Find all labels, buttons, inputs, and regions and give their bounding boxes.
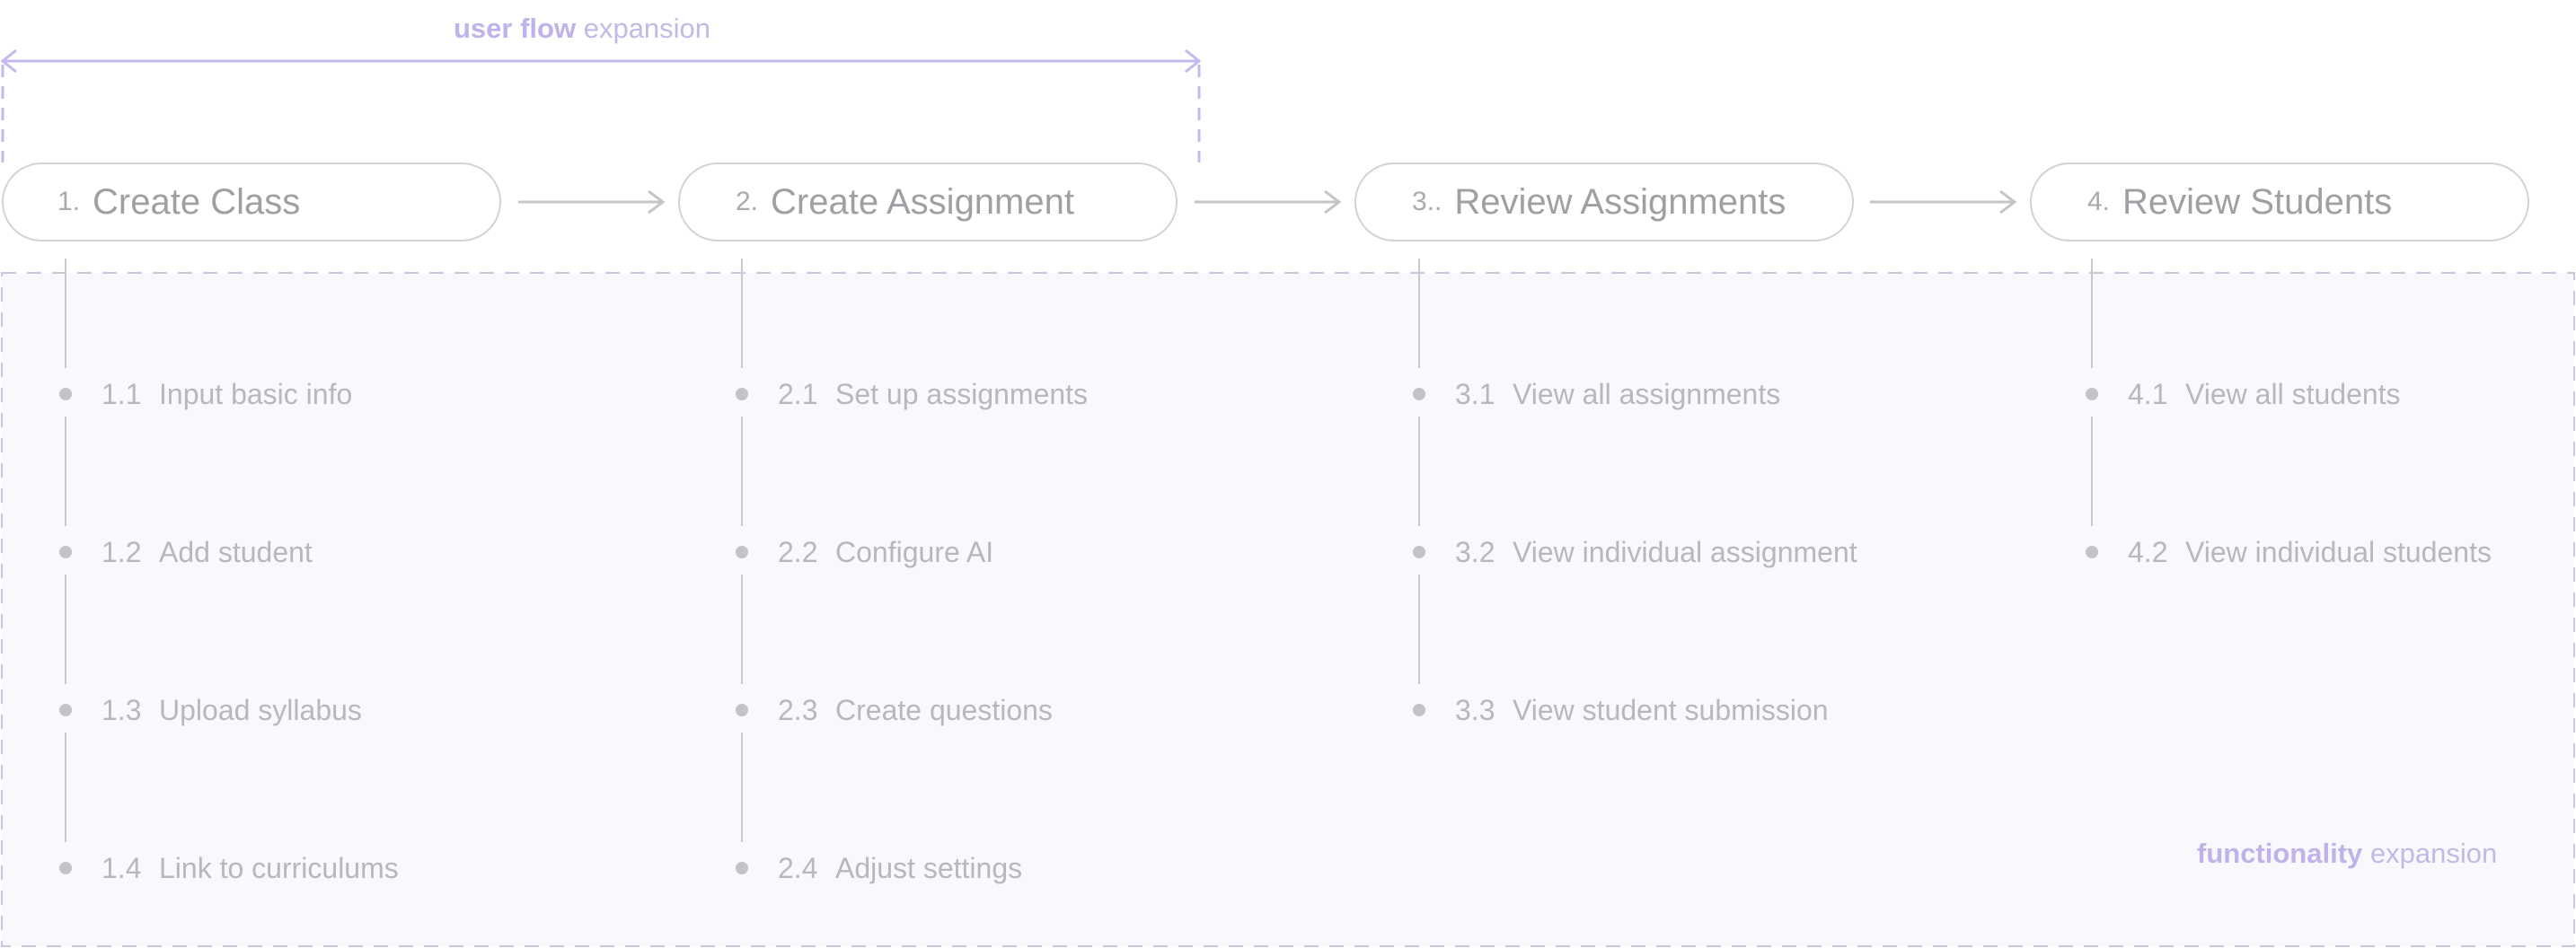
item-label: Input basic info bbox=[159, 377, 353, 410]
list-item[interactable]: 1.3 Upload syllabus bbox=[101, 692, 362, 728]
step-arrows bbox=[518, 189, 2017, 215]
item-label: Set up assignments bbox=[835, 377, 1089, 410]
step-review-students[interactable]: 4. Review Students bbox=[2030, 162, 2529, 241]
item-number: 1.4 bbox=[101, 851, 142, 884]
item-number: 3.1 bbox=[1455, 377, 1495, 410]
item-label: Configure AI bbox=[835, 535, 994, 568]
item-number: 1.2 bbox=[101, 535, 142, 568]
item-number: 2.3 bbox=[778, 693, 818, 726]
user-flow-label-rest: expansion bbox=[576, 13, 711, 44]
item-label: Create questions bbox=[835, 693, 1053, 726]
step-number: 3.. bbox=[1412, 187, 1442, 216]
item-label: View student submission bbox=[1513, 693, 1829, 726]
step-number: 2. bbox=[736, 187, 759, 216]
item-label: View all assignments bbox=[1513, 377, 1781, 410]
step-title: Create Assignment bbox=[771, 181, 1074, 222]
functionality-label-bold: functionality bbox=[2197, 838, 2363, 869]
user-flow-label-bold: user flow bbox=[454, 13, 577, 44]
list-item[interactable]: 2.1 Set up assignments bbox=[778, 376, 1088, 412]
step-title: Review Assignments bbox=[1454, 181, 1786, 222]
item-number: 4.2 bbox=[2128, 535, 2168, 568]
item-label: Upload syllabus bbox=[159, 693, 362, 726]
step-number: 1. bbox=[57, 187, 81, 216]
functionality-region bbox=[2, 273, 2574, 946]
item-number: 2.1 bbox=[778, 377, 818, 410]
list-item[interactable]: 1.2 Add student bbox=[101, 534, 313, 570]
item-number: 4.1 bbox=[2128, 377, 2168, 410]
item-label: Adjust settings bbox=[835, 851, 1023, 884]
user-flow-label: user flow expansion bbox=[454, 13, 710, 45]
item-label: View individual students bbox=[2185, 535, 2492, 568]
item-label: View all students bbox=[2185, 377, 2401, 410]
item-number: 3.3 bbox=[1455, 693, 1495, 726]
step-review-assignments[interactable]: 3.. Review Assignments bbox=[1354, 162, 1854, 241]
step-title: Review Students bbox=[2122, 181, 2393, 222]
item-label: Link to curriculums bbox=[159, 851, 399, 884]
item-label: Add student bbox=[159, 535, 313, 568]
list-item[interactable]: 4.1 View all students bbox=[2128, 376, 2401, 412]
list-item[interactable]: 2.2 Configure AI bbox=[778, 534, 993, 570]
list-item[interactable]: 3.3 View student submission bbox=[1455, 692, 1829, 728]
item-number: 3.2 bbox=[1455, 535, 1495, 568]
item-number: 2.4 bbox=[778, 851, 818, 884]
step-title: Create Class bbox=[93, 181, 301, 222]
list-item[interactable]: 3.1 View all assignments bbox=[1455, 376, 1780, 412]
item-bullets bbox=[59, 388, 2098, 874]
item-connectors bbox=[65, 259, 2093, 842]
list-item[interactable]: 2.3 Create questions bbox=[778, 692, 1053, 728]
item-number: 2.2 bbox=[778, 535, 818, 568]
item-number: 1.1 bbox=[101, 377, 142, 410]
user-flow-arrow bbox=[0, 48, 1202, 74]
functionality-label-rest: expansion bbox=[2362, 838, 2498, 869]
step-number: 4. bbox=[2087, 187, 2111, 216]
functionality-label: functionality expansion bbox=[2197, 838, 2497, 870]
functionality-border bbox=[1, 272, 2575, 947]
step-create-assignment[interactable]: 2. Create Assignment bbox=[678, 162, 1178, 241]
item-number: 1.3 bbox=[101, 693, 142, 726]
list-item[interactable]: 1.1 Input basic info bbox=[101, 376, 352, 412]
list-item[interactable]: 2.4 Adjust settings bbox=[778, 850, 1022, 886]
list-item[interactable]: 4.2 View individual students bbox=[2128, 534, 2492, 570]
step-create-class[interactable]: 1. Create Class bbox=[2, 162, 501, 241]
item-label: View individual assignment bbox=[1513, 535, 1857, 568]
list-item[interactable]: 1.4 Link to curriculums bbox=[101, 850, 399, 886]
list-item[interactable]: 3.2 View individual assignment bbox=[1455, 534, 1857, 570]
